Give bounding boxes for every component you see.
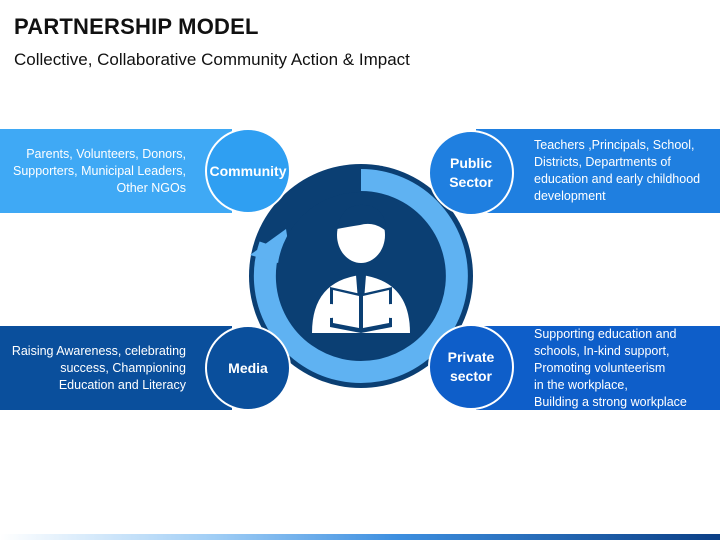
public-sector-label: Public Sector <box>449 155 493 190</box>
community-description: Parents, Volunteers, Donors, Supporters,… <box>12 146 186 195</box>
page-subtitle: Collective, Collaborative Community Acti… <box>14 50 410 69</box>
public-sector-band: Teachers ,Principals, School, Districts,… <box>476 129 720 213</box>
private-sector-label: Private sector <box>447 349 495 384</box>
community-label: Community <box>209 162 287 179</box>
media-bubble: Media <box>205 325 291 411</box>
footer-gradient-bar <box>0 534 720 540</box>
media-label: Media <box>228 359 268 376</box>
center-graphic <box>249 164 473 388</box>
private-sector-band: Supporting education and schools, In-kin… <box>476 326 720 410</box>
private-sector-description: Supporting education and schools, In-kin… <box>534 326 687 409</box>
public-sector-description: Teachers ,Principals, School, Districts,… <box>534 138 701 203</box>
reader-person-icon <box>312 204 410 333</box>
private-sector-bubble: Private sector <box>428 324 514 410</box>
public-sector-bubble: Public Sector <box>428 130 514 216</box>
cycle-arrow-ring <box>253 169 468 383</box>
media-band: Raising Awareness, celebrating success, … <box>0 326 232 410</box>
community-bubble: Community <box>205 128 291 214</box>
community-band: Parents, Volunteers, Donors, Supporters,… <box>0 129 232 213</box>
media-description: Raising Awareness, celebrating success, … <box>11 343 186 392</box>
page-title: PARTNERSHIP MODEL <box>14 14 259 39</box>
